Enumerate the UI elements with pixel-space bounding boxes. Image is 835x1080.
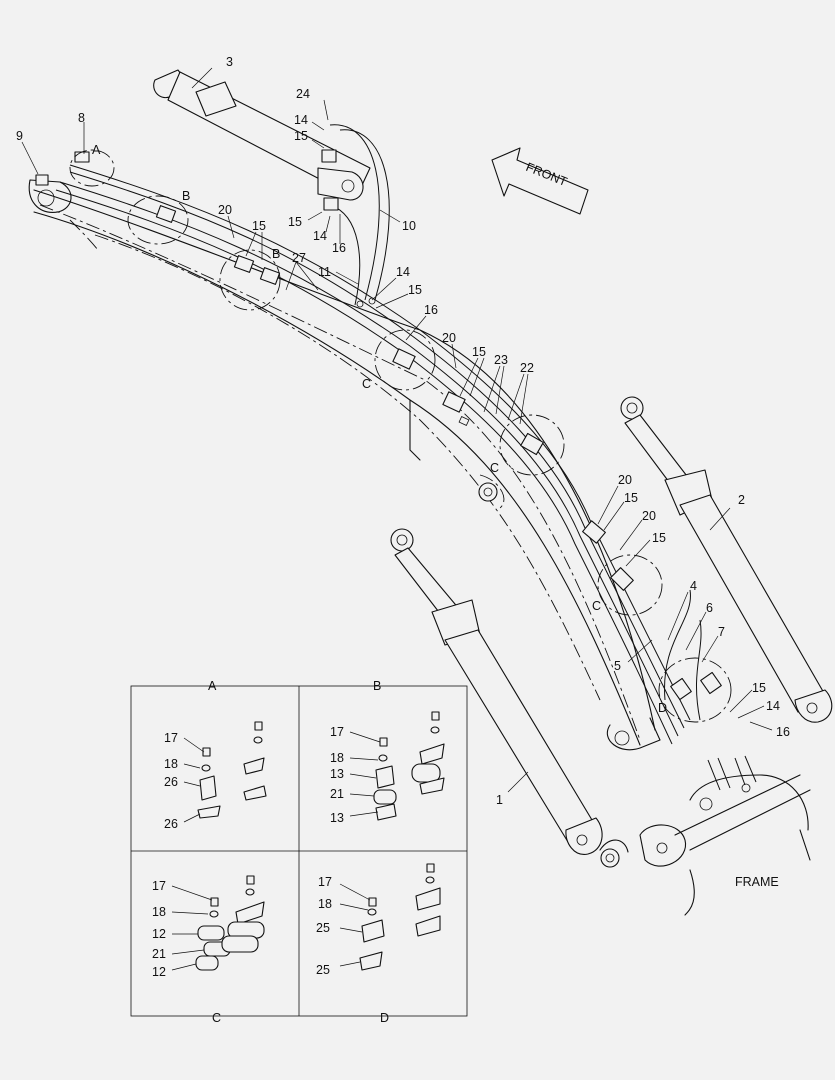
- callout-16-r3: 16: [776, 725, 790, 739]
- detail-b-label-3: 21: [330, 787, 344, 801]
- callout-5: 5: [614, 659, 621, 673]
- detail-d: 17 18 25 25: [316, 863, 441, 977]
- callout-15-right: 15: [408, 283, 422, 297]
- callouts: 3 24 14 15 15 14 16 10 11 14 15 16 8 9 A…: [16, 55, 790, 807]
- callout-9: 9: [16, 129, 23, 143]
- detail-b-title: B: [373, 679, 381, 693]
- detail-d-label-0: 17: [318, 875, 332, 889]
- callout-15-r3: 15: [752, 681, 766, 695]
- detail-b-label-0: 17: [330, 725, 344, 739]
- callout-20-mid: 20: [442, 331, 456, 345]
- detail-d-label-2: 25: [316, 921, 330, 935]
- callout-27: 27: [292, 251, 306, 265]
- detail-a-title: A: [208, 679, 217, 693]
- detail-b: 17 18 13 21 13: [330, 711, 445, 825]
- callout-4: 4: [690, 579, 697, 593]
- boom: [28, 179, 661, 751]
- callout-3: 3: [226, 55, 233, 69]
- detail-d-title: D: [380, 1011, 389, 1025]
- detail-ref-d: D: [658, 701, 667, 715]
- boom-cylinder-2: [620, 396, 833, 723]
- callout-6: 6: [706, 601, 713, 615]
- callout-16-mid: 16: [424, 303, 438, 317]
- detail-ref-c-3: C: [592, 599, 601, 613]
- front-arrow: FRONT: [491, 147, 589, 215]
- detail-ref-b-2: B: [272, 247, 280, 261]
- detail-grid: A B C D 17 18 26 26: [130, 679, 468, 1025]
- detail-a-label-1: 18: [164, 757, 178, 771]
- callout-15-mid: 15: [288, 215, 302, 229]
- callout-15-mid2: 15: [472, 345, 486, 359]
- callout-20-r1: 20: [618, 473, 632, 487]
- callout-15-left: 15: [252, 219, 266, 233]
- callout-14-top: 14: [294, 113, 308, 127]
- callout-14-r3: 14: [766, 699, 780, 713]
- detail-c-label-4: 12: [152, 965, 166, 979]
- detail-c-title: C: [212, 1011, 221, 1025]
- callout-23: 23: [494, 353, 508, 367]
- callout-16-top: 16: [332, 241, 346, 255]
- detail-c: 17 18 12 21 12: [152, 875, 265, 979]
- detail-ref-c-1: C: [362, 377, 371, 391]
- detail-d-label-3: 25: [316, 963, 330, 977]
- detail-c-label-0: 17: [152, 879, 166, 893]
- frame: FRAME: [599, 774, 811, 916]
- callout-22: 22: [520, 361, 534, 375]
- callout-15-r1: 15: [624, 491, 638, 505]
- detail-circles: [69, 149, 732, 723]
- detail-b-label-2: 13: [330, 767, 344, 781]
- detail-ref-a: A: [92, 143, 101, 157]
- callout-2: 2: [738, 493, 745, 507]
- callout-11: 11: [318, 265, 331, 279]
- detail-c-label-3: 21: [152, 947, 166, 961]
- detail-ref-c-2: C: [490, 461, 499, 475]
- callout-14-right: 14: [396, 265, 410, 279]
- callout-24: 24: [296, 87, 310, 101]
- detail-a-label-3: 26: [164, 817, 178, 831]
- frame-label: FRAME: [735, 875, 779, 889]
- callout-14-mid: 14: [313, 229, 327, 243]
- detail-a: 17 18 26 26: [164, 721, 267, 831]
- detail-d-label-1: 18: [318, 897, 332, 911]
- detail-a-label-2: 26: [164, 775, 178, 789]
- arm-cylinder-3: [153, 69, 371, 201]
- detail-c-label-2: 12: [152, 927, 166, 941]
- detail-ref-b-1: B: [182, 189, 190, 203]
- callout-20-left: 20: [218, 203, 232, 217]
- callout-15-top: 15: [294, 129, 308, 143]
- hydraulic-lines: [55, 124, 757, 791]
- detail-a-label-0: 17: [164, 731, 178, 745]
- callout-15-r2: 15: [652, 531, 666, 545]
- pipe-clamps: [35, 149, 722, 701]
- callout-7: 7: [718, 625, 725, 639]
- callout-8: 8: [78, 111, 85, 125]
- detail-b-label-4: 13: [330, 811, 344, 825]
- boom-cylinder-1: [390, 528, 603, 855]
- callout-1: 1: [496, 793, 503, 807]
- detail-c-label-1: 18: [152, 905, 166, 919]
- detail-b-label-1: 18: [330, 751, 344, 765]
- callout-10: 10: [402, 219, 416, 233]
- callout-20-r2: 20: [642, 509, 656, 523]
